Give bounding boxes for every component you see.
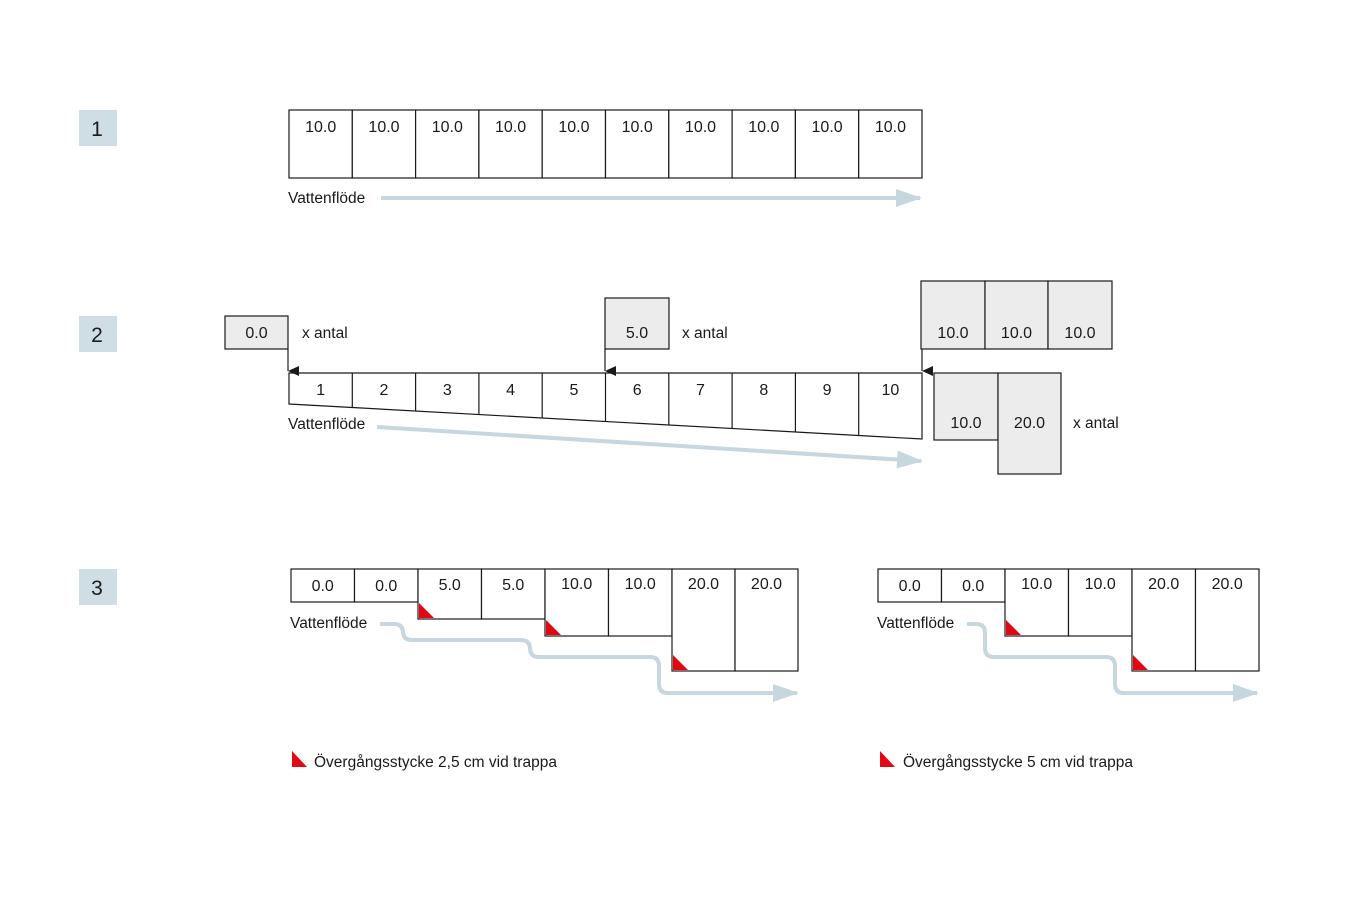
- count-label: x antal: [682, 325, 728, 342]
- channel-cell: [415, 109, 480, 179]
- cell-value: 10.0: [495, 119, 526, 136]
- cell-value: 10.0: [558, 119, 589, 136]
- channel-cell: [351, 109, 417, 179]
- cell-value: 10.0: [812, 119, 843, 136]
- cell-value: 10.0: [1021, 576, 1052, 593]
- flow-label: Vattenflöde: [288, 190, 365, 207]
- count-label: x antal: [302, 325, 348, 342]
- transition-piece-marker: [1006, 620, 1021, 635]
- segment-number: 10: [882, 382, 900, 399]
- legend-right: Övergångsstycke 5 cm vid trappa: [880, 751, 1133, 771]
- segment-number: 2: [380, 382, 389, 399]
- transition-piece-legend-icon: [292, 751, 307, 767]
- section-1-flat-channel: 10.0 10.0 10.0 10.0 10.0 10.0 10.0 10.0 …: [288, 109, 923, 207]
- flow-label: Vattenflöde: [877, 615, 954, 632]
- cell-value: 5.0: [502, 577, 524, 594]
- cell-value: 0.0: [962, 578, 984, 595]
- sloped-channel-dividers: [351, 373, 860, 436]
- end-top-block-value: 10.0: [1001, 325, 1032, 342]
- section-badge-1: 1: [79, 110, 117, 146]
- start-block: 0.0: [224, 315, 289, 350]
- cell-value: 10.0: [622, 119, 653, 136]
- stepped-cells-left: [290, 568, 799, 672]
- transition-piece-marker: [419, 603, 434, 618]
- end-bottom-blocks: 10.0 20.0: [933, 372, 1062, 475]
- legend-right-label: Övergångsstycke 5 cm vid trappa: [903, 753, 1133, 771]
- channel-cell: [541, 109, 607, 179]
- channel-cell: [731, 109, 796, 179]
- legend-left-label: Övergångsstycke 2,5 cm vid trappa: [314, 753, 557, 771]
- flow-label: Vattenflöde: [290, 615, 367, 632]
- transition-piece-marker: [673, 655, 688, 670]
- transition-piece-marker: [546, 620, 561, 635]
- cell-value: 10.0: [625, 576, 656, 593]
- flow-arrow: [376, 425, 923, 469]
- end-top-blocks: 10.0 10.0 10.0: [920, 280, 1113, 350]
- section-badge-1-label: 1: [91, 118, 103, 141]
- cell-value: 10.0: [561, 576, 592, 593]
- legend-left: Övergångsstycke 2,5 cm vid trappa: [292, 751, 557, 771]
- segment-number: 9: [823, 382, 832, 399]
- channel-cell: [668, 109, 733, 179]
- flow-arrow: [380, 622, 799, 702]
- section-badge-3-label: 3: [91, 577, 103, 600]
- section-2-numbers: 1 2 3 4 5 6 7 8 9 10: [316, 382, 899, 399]
- section-1-values: 10.0 10.0 10.0 10.0 10.0 10.0 10.0 10.0 …: [305, 119, 906, 136]
- cell-value: 10.0: [685, 119, 716, 136]
- cell-value: 10.0: [748, 119, 779, 136]
- cell-value: 20.0: [1212, 576, 1243, 593]
- section-2-sloped-channel: 1 2 3 4 5 6 7 8 9 10 0.0 x antal 5.0 x a…: [224, 280, 1119, 475]
- section-badge-3: 3: [79, 569, 117, 605]
- cell-value: 0.0: [375, 578, 397, 595]
- cell-value: 20.0: [688, 576, 719, 593]
- section-3-left-stepped-channel: 0.0 0.0 5.0 5.0 10.0 10.0 20.0 20.0 Vatt…: [290, 568, 799, 771]
- channel-cell: [604, 109, 670, 179]
- cell-value: 10.0: [305, 119, 336, 136]
- cell-value: 0.0: [899, 578, 921, 595]
- end-top-block-value: 10.0: [1064, 325, 1095, 342]
- end-bottom-block-value: 10.0: [950, 415, 981, 432]
- count-label: x antal: [1073, 415, 1119, 432]
- channel-cell: [794, 109, 860, 179]
- transition-piece-marker: [1133, 655, 1148, 670]
- start-block-value: 0.0: [245, 325, 267, 342]
- cell-value: 10.0: [1085, 576, 1116, 593]
- stepped-cells-right: [877, 568, 1260, 672]
- segment-number: 4: [506, 382, 515, 399]
- channel-cell: [858, 109, 923, 179]
- segment-number: 6: [633, 382, 642, 399]
- mid-block-value: 5.0: [626, 325, 648, 342]
- section-3-right-stepped-channel: 0.0 0.0 10.0 10.0 20.0 20.0 Vattenflöde …: [877, 568, 1260, 771]
- segment-number: 3: [443, 382, 452, 399]
- end-bottom-block-value: 20.0: [1014, 415, 1045, 432]
- section-1-cells: [288, 109, 923, 179]
- stepped-values-left: 0.0 0.0 5.0 5.0 10.0 10.0 20.0 20.0: [312, 576, 783, 595]
- cell-value: 20.0: [1148, 576, 1179, 593]
- mid-block: 5.0: [604, 297, 670, 350]
- segment-number: 1: [316, 382, 325, 399]
- cell-value: 5.0: [439, 577, 461, 594]
- segment-number: 5: [569, 382, 578, 399]
- stepped-values-right: 0.0 0.0 10.0 10.0 20.0 20.0: [899, 576, 1243, 595]
- channel-cell: [478, 109, 543, 179]
- cell-value: 20.0: [751, 576, 782, 593]
- flow-arrow: [967, 622, 1259, 702]
- flow-label: Vattenflöde: [288, 416, 365, 433]
- segment-number: 7: [696, 382, 705, 399]
- cell-value: 0.0: [312, 578, 334, 595]
- section-badge-2-label: 2: [91, 324, 103, 347]
- cell-value: 10.0: [432, 119, 463, 136]
- end-top-block-value: 10.0: [937, 325, 968, 342]
- section-badge-2: 2: [79, 316, 117, 352]
- segment-number: 8: [759, 382, 768, 399]
- cell-value: 10.0: [875, 119, 906, 136]
- cell-value: 10.0: [368, 119, 399, 136]
- transition-piece-legend-icon: [880, 751, 895, 767]
